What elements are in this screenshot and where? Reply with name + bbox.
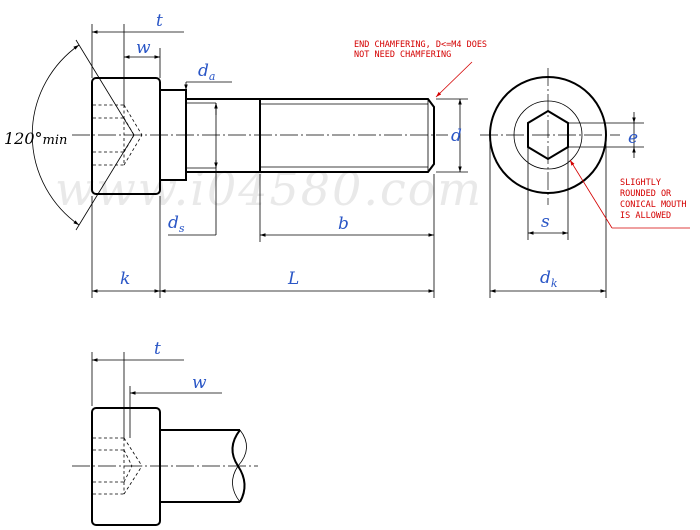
- d-label: d: [451, 126, 462, 146]
- k-label: k: [120, 269, 130, 289]
- chamfer-note-line2: NOT NEED CHAMFERING: [354, 50, 451, 60]
- end-view: e s dk SLIGHTLY ROUNDED OR CONICAL MOUTH…: [480, 68, 690, 298]
- socket-mouth-circle: [513, 100, 583, 170]
- ds-label: ds: [168, 213, 185, 235]
- detail-t-label: t: [154, 339, 161, 359]
- hex-socket-hidden: [93, 104, 143, 166]
- angle-label: 120°min: [4, 129, 67, 148]
- mouth-note-leader: [569, 159, 613, 229]
- detail-shank: [160, 429, 240, 503]
- angle-arc: [31, 44, 80, 226]
- mouth-note-line1: SLIGHTLY: [620, 178, 661, 188]
- chamfer-note-line1: END CHAMFERING, D<=M4 DOES: [354, 40, 487, 50]
- shank: [186, 98, 435, 173]
- watermark: www.i04580.com: [55, 162, 483, 216]
- da-label: da: [198, 61, 215, 83]
- angle-leg-bottom: [75, 134, 135, 231]
- L-label: L: [287, 269, 299, 289]
- s-label: s: [541, 212, 550, 232]
- detail-socket-hidden: [93, 437, 143, 495]
- dk-label: dk: [540, 268, 558, 290]
- w-label: w: [136, 38, 151, 58]
- mouth-note-line4: IS ALLOWED: [620, 211, 671, 221]
- chamfer-note-leader: [435, 61, 473, 98]
- fillet-zone: [160, 89, 187, 181]
- angle-leg-top: [75, 39, 135, 136]
- mouth-note-line2: ROUNDED OR: [620, 189, 672, 199]
- detail-w-label: w: [192, 373, 207, 393]
- b-label: b: [338, 214, 349, 234]
- detail-head: [91, 407, 161, 526]
- mouth-note-line3: CONICAL MOUTH: [620, 200, 687, 210]
- side-view: 120°min t w da ds d b k: [4, 11, 487, 298]
- detail-view: t w: [72, 339, 258, 526]
- e-label: e: [628, 128, 638, 148]
- screw-head: [91, 77, 161, 195]
- t-label: t: [156, 11, 163, 31]
- detail-break-right: [232, 429, 247, 503]
